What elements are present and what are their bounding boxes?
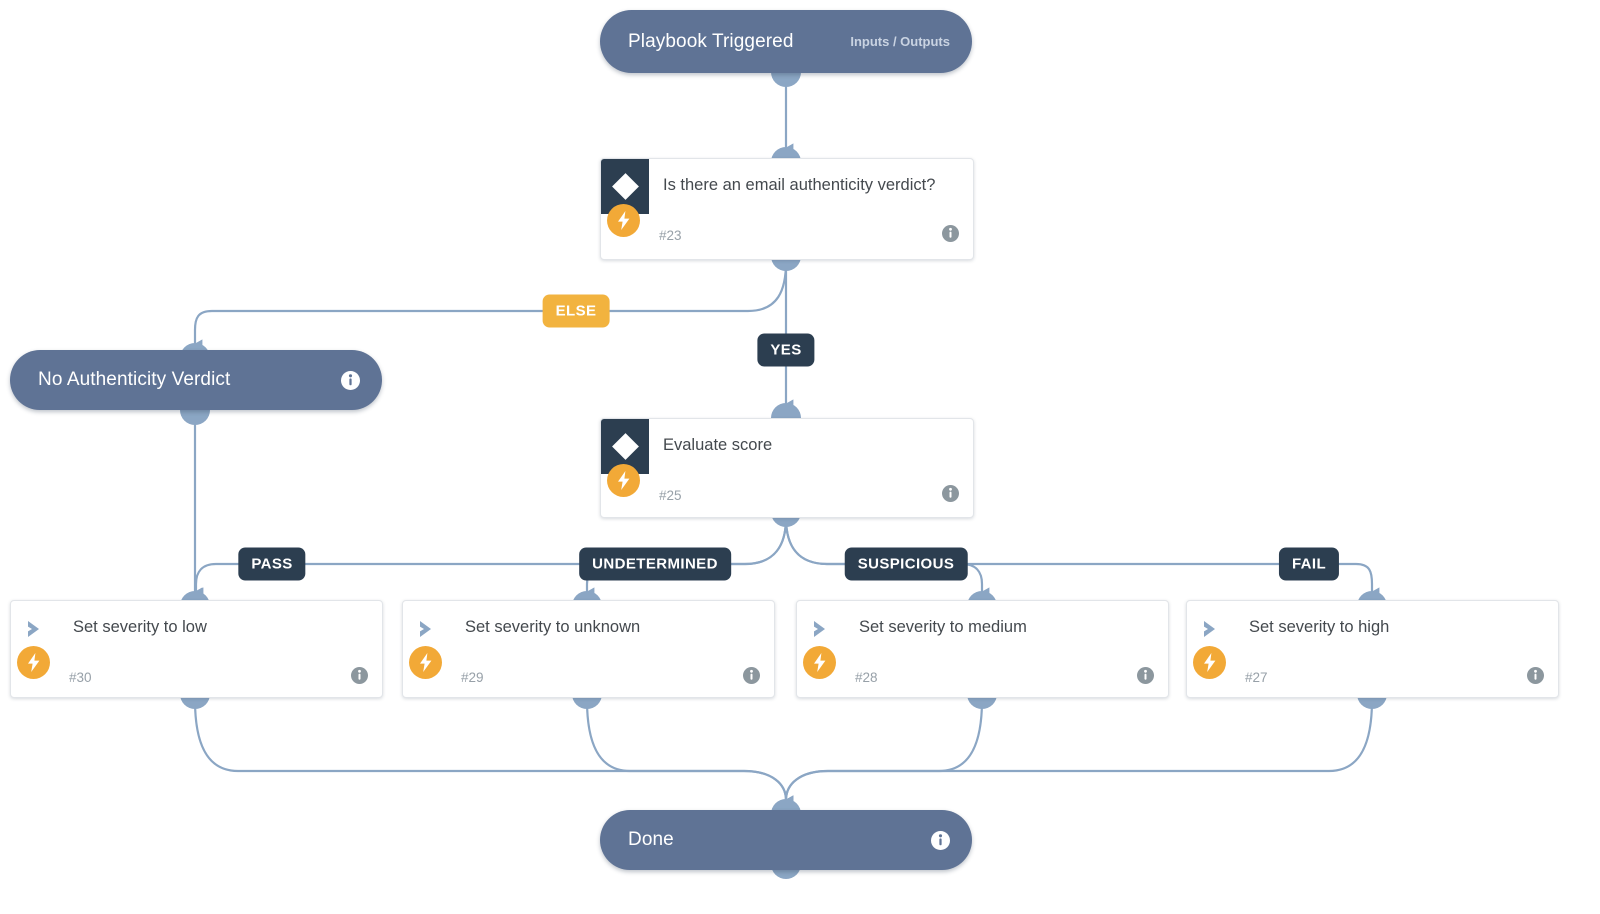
step-id: #25 (659, 488, 682, 503)
node-condition-email-authenticity[interactable]: Is there an email authenticity verdict? … (600, 158, 974, 260)
node-action-set-severity-low[interactable]: Set severity to low #30 (10, 600, 383, 698)
lightning-bolt-icon (1193, 646, 1226, 679)
step-id: #27 (1245, 670, 1268, 685)
card-footer: #28 (797, 646, 1168, 703)
step-id: #30 (69, 670, 92, 685)
node-playbook-triggered[interactable]: Playbook Triggered Inputs / Outputs (600, 10, 972, 73)
card-header: Set severity to low (11, 601, 382, 656)
node-title: Playbook Triggered (628, 30, 794, 52)
edge-sevhigh-to-done (784, 699, 1374, 805)
edge-sevmedium-to-done (784, 699, 984, 805)
step-id: #23 (659, 228, 682, 243)
card-header: Set severity to unknown (403, 601, 774, 656)
chevron-right-icon (797, 601, 845, 656)
node-title: Is there an email authenticity verdict? (663, 176, 936, 194)
node-action-set-severity-medium[interactable]: Set severity to medium #28 (796, 600, 1169, 698)
edge-cond23-else-to-noverdict (193, 261, 788, 349)
lightning-bolt-icon (803, 646, 836, 679)
node-title: No Authenticity Verdict (38, 369, 231, 390)
node-action-set-severity-high[interactable]: Set severity to high #27 (1186, 600, 1559, 698)
card-footer: #29 (403, 646, 774, 703)
node-title: Set severity to unknown (465, 618, 641, 636)
output-port-trigger[interactable] (771, 72, 801, 87)
card-footer: #27 (1187, 646, 1558, 703)
node-action-set-severity-unknown[interactable]: Set severity to unknown #29 (402, 600, 775, 698)
node-no-authenticity-verdict[interactable]: No Authenticity Verdict (10, 350, 382, 410)
info-icon[interactable] (1527, 667, 1544, 689)
lightning-bolt-icon (17, 646, 50, 679)
node-title: Evaluate score (663, 436, 773, 454)
edge-label-else[interactable]: ELSE (542, 294, 610, 328)
lightning-bolt-icon (409, 646, 442, 679)
diamond-glyph (611, 173, 639, 200)
output-port-noverdict[interactable] (180, 410, 210, 425)
node-title: Set severity to low (73, 618, 207, 636)
node-title: Set severity to high (1249, 618, 1390, 636)
node-done[interactable]: Done (600, 810, 972, 870)
diamond-glyph (611, 433, 639, 460)
edge-label-pass[interactable]: PASS (238, 547, 306, 581)
chevron-right-icon (11, 601, 59, 656)
card-header: Is there an email authenticity verdict? (601, 159, 973, 214)
card-header: Set severity to high (1187, 601, 1558, 656)
edge-label-fail[interactable]: FAIL (1278, 547, 1340, 581)
node-title: Done (628, 829, 674, 850)
edge-label-yes[interactable]: YES (757, 333, 815, 367)
card-footer: #25 (601, 464, 973, 521)
edge-label-undetermined[interactable]: UNDETERMINED (579, 547, 731, 581)
chevron-right-icon (403, 601, 451, 656)
info-icon[interactable] (351, 667, 368, 689)
info-icon[interactable] (341, 370, 360, 390)
step-id: #29 (461, 670, 484, 685)
input-port-cond25[interactable] (771, 403, 801, 418)
lightning-bolt-icon (607, 204, 640, 237)
card-header: Set severity to medium (797, 601, 1168, 656)
info-icon[interactable] (1137, 667, 1154, 689)
edge-label-suspicious[interactable]: SUSPICIOUS (844, 547, 968, 581)
node-condition-evaluate-score[interactable]: Evaluate score #25 (600, 418, 974, 518)
card-footer: #23 (601, 204, 973, 261)
lightning-bolt-icon (607, 464, 640, 497)
info-icon[interactable] (931, 830, 950, 850)
info-icon[interactable] (942, 485, 959, 507)
step-id: #28 (855, 670, 878, 685)
card-header: Evaluate score (601, 419, 973, 474)
info-icon[interactable] (942, 225, 959, 247)
node-title: Set severity to medium (859, 618, 1027, 636)
edge-sevlow-to-done (193, 699, 794, 805)
inputs-outputs-link[interactable]: Inputs / Outputs (850, 34, 950, 49)
edge-sevunknown-to-done (585, 699, 794, 805)
chevron-right-icon (1187, 601, 1235, 656)
info-icon[interactable] (743, 667, 760, 689)
card-footer: #30 (11, 646, 382, 703)
